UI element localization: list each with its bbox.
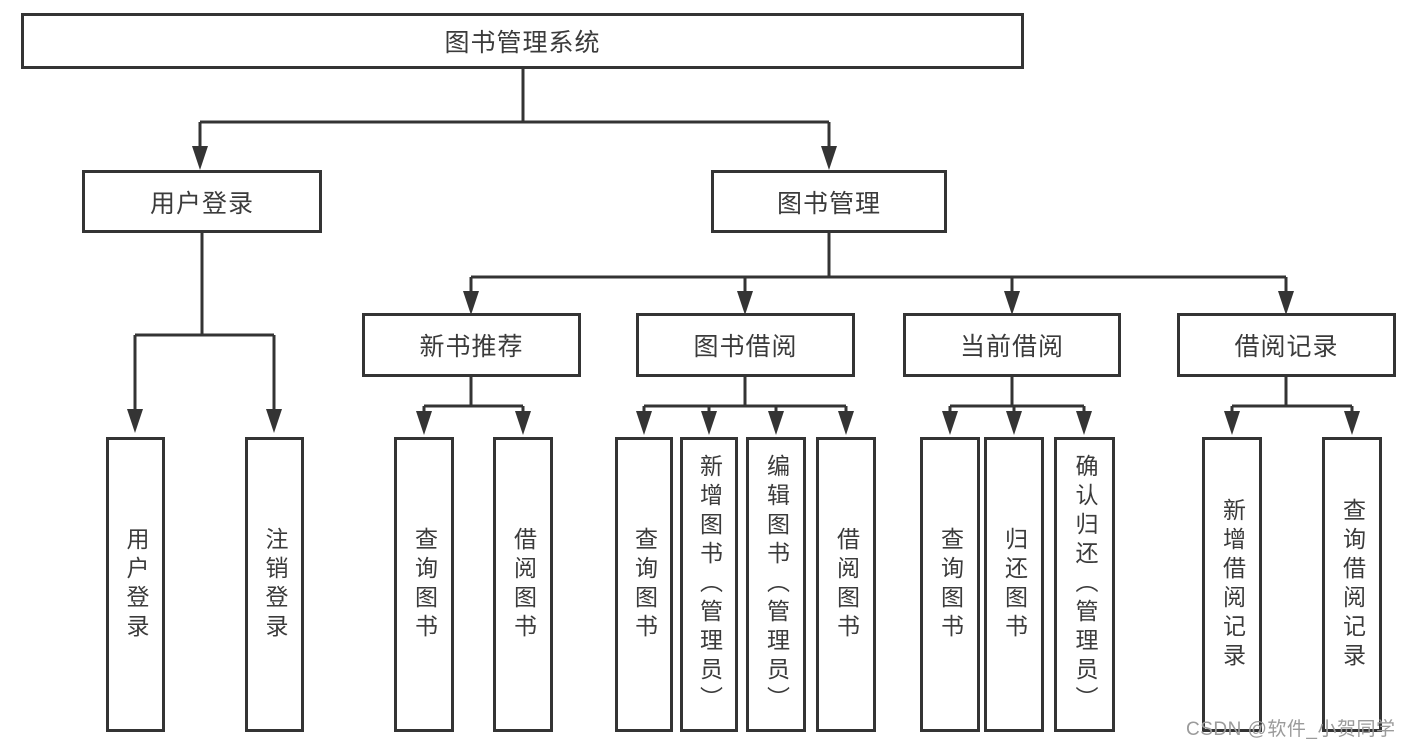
leaf-query-borrow-record: 查询借阅记录 <box>1322 437 1382 732</box>
node-book-borrow: 图书借阅 <box>636 313 855 377</box>
leaf-label: 借阅图书 <box>833 526 860 643</box>
node-borrow-records: 借阅记录 <box>1177 313 1396 377</box>
leaf-label: 查询借阅记录 <box>1339 497 1366 672</box>
leaf-label: 确认归还（管理员） <box>1072 454 1098 715</box>
node-book-management: 图书管理 <box>711 170 947 233</box>
leaf-edit-books-admin: 编辑图书（管理员） <box>746 437 806 732</box>
leaf-logout: 注销登录 <box>245 437 304 732</box>
leaf-query-books-current: 查询图书 <box>920 437 980 732</box>
leaf-label: 查询图书 <box>631 526 658 643</box>
leaf-label: 用户登录 <box>123 526 149 643</box>
leaf-borrow-books-recommend: 借阅图书 <box>493 437 553 732</box>
node-root-system: 图书管理系统 <box>21 13 1024 69</box>
leaf-label: 归还图书 <box>1001 526 1028 643</box>
leaf-label: 注销登录 <box>262 526 288 643</box>
leaf-confirm-return-admin: 确认归还（管理员） <box>1054 437 1115 732</box>
leaf-query-books-recommend: 查询图书 <box>394 437 454 732</box>
node-user-login: 用户登录 <box>82 170 322 233</box>
leaf-add-books-admin: 新增图书（管理员） <box>680 437 738 732</box>
leaf-return-books: 归还图书 <box>984 437 1044 732</box>
arrowhead-group <box>127 146 1360 435</box>
leaf-label: 新增图书（管理员） <box>696 454 723 715</box>
leaf-add-borrow-record: 新增借阅记录 <box>1202 437 1262 732</box>
node-current-borrow: 当前借阅 <box>903 313 1121 377</box>
leaf-user-login: 用户登录 <box>106 437 165 732</box>
leaf-label: 借阅图书 <box>510 526 537 643</box>
csdn-watermark: CSDN @软件_小贺同学 <box>1186 719 1396 740</box>
leaf-borrow-books: 借阅图书 <box>816 437 876 732</box>
leaf-label: 编辑图书（管理员） <box>763 454 790 715</box>
leaf-label: 查询图书 <box>411 526 438 643</box>
leaf-label: 查询图书 <box>937 526 964 643</box>
node-new-book-recommend: 新书推荐 <box>362 313 581 377</box>
leaf-label: 新增借阅记录 <box>1219 497 1246 672</box>
leaf-query-books-borrow: 查询图书 <box>615 437 673 732</box>
